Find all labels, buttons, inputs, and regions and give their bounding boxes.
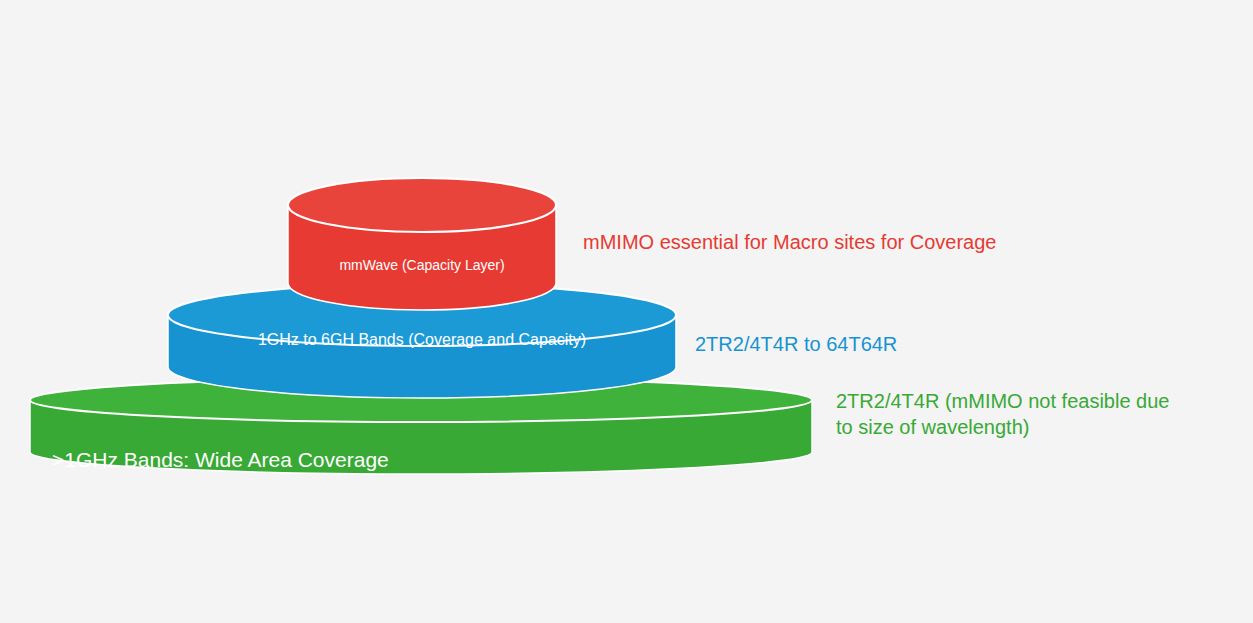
annotation-text: mMIMO essential for Macro sites for Cove… [583, 229, 996, 255]
annotation-text: 2TR2/4T4R to 64T64R [695, 331, 897, 357]
annotation-text: 2TR2/4T4R (mMIMO not feasible due to siz… [836, 388, 1171, 440]
cylinder-top [30, 378, 812, 422]
cylinder-body [30, 378, 812, 474]
cylinder-body [288, 178, 556, 310]
cylinder-body [168, 284, 676, 398]
layer-label: 1GHz to 6GH Bands (Coverage and Capacity… [258, 331, 586, 349]
layer-label: mmWave (Capacity Layer) [339, 257, 504, 273]
layer-label: >1GHz Bands: Wide Area Coverage [52, 448, 389, 472]
cylinder-shape [288, 178, 556, 310]
cylinder-top [288, 178, 556, 232]
cylinder-layer: mmWave (Capacity Layer) [288, 178, 556, 310]
